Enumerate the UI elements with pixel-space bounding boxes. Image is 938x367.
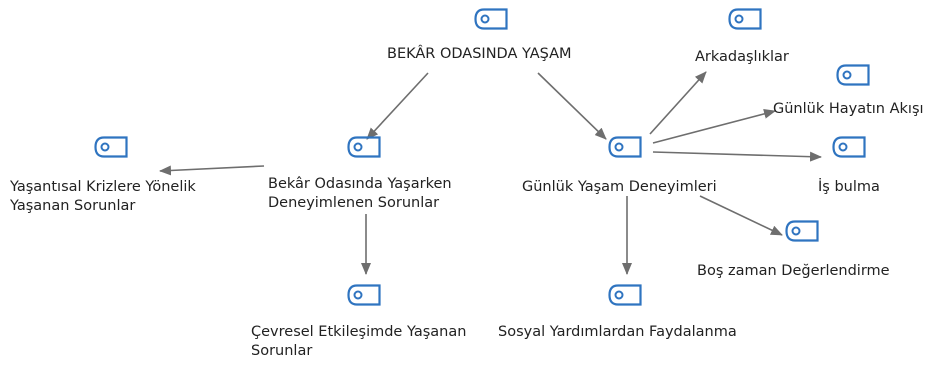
edge-gunluk-to-hayat — [652, 108, 776, 144]
edge-gunluk-to-bos — [699, 195, 783, 236]
edge-gunluk-to-is — [652, 151, 822, 162]
node-label-arkadasliklar: Arkadaşlıklar — [695, 49, 789, 65]
code-node-icon[interactable] — [347, 136, 381, 158]
code-node-icon[interactable] — [94, 136, 128, 158]
node-label-yasantisal-krizler: Yaşantısal Krizlere Yönelik Yaşanan Soru… — [10, 179, 196, 214]
code-node-icon[interactable] — [832, 136, 866, 158]
node-label-gunluk-hayat: Günlük Hayatın Akışı — [773, 101, 924, 117]
node-label-root: BEKÂR ODASINDA YAŞAM — [387, 46, 572, 62]
code-node-icon[interactable] — [347, 284, 381, 306]
node-label-sosyal-yardimlar: Sosyal Yardımlardan Faydalanma — [498, 324, 737, 340]
node-label-gunluk-yasam: Günlük Yaşam Deneyimleri — [522, 179, 717, 195]
code-node-icon[interactable] — [836, 64, 870, 86]
edge-root-to-left — [366, 72, 429, 140]
node-label-bos-zaman: Boş zaman Değerlendirme — [697, 263, 890, 279]
node-label-cevresel-etkilesim: Çevresel Etkileşimde Yaşanan Sorunlar — [251, 324, 467, 359]
code-node-icon[interactable] — [728, 8, 762, 30]
code-node-icon[interactable] — [474, 8, 508, 30]
edge-root-to-gunluk — [537, 72, 607, 140]
node-label-deneyimlenen-sorunlar: Bekâr Odasında Yaşarken Deneyimlenen Sor… — [268, 176, 452, 211]
code-node-icon[interactable] — [608, 284, 642, 306]
edge-gunluk-to-arkadas — [649, 71, 707, 135]
node-label-is-bulma: İş bulma — [818, 179, 880, 195]
code-node-icon[interactable] — [785, 220, 819, 242]
code-node-icon[interactable] — [608, 136, 642, 158]
edge-left-to-krizler — [159, 165, 265, 176]
